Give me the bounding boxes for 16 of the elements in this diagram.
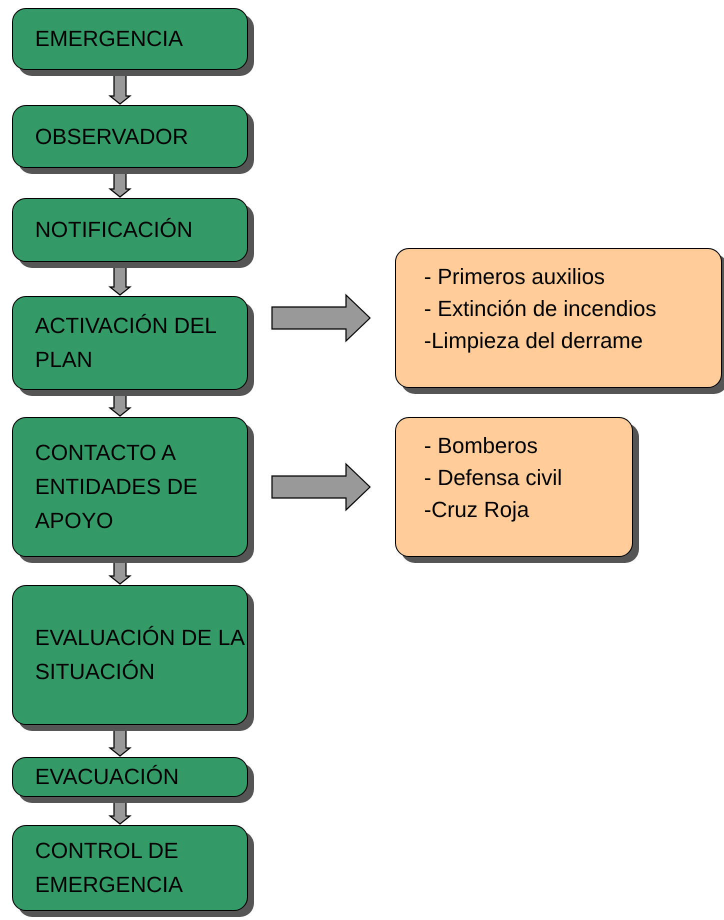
box-text: -Cruz Roja [424,496,530,524]
box-text: - Primeros auxilios [424,263,606,291]
box-text: OBSERVADOR [35,122,190,150]
box-text: -Limpieza del derrame [424,327,644,355]
block-arrow [271,462,371,512]
box-text: ACTIVACIÓN DEL PLAN [35,312,217,374]
box-text: EVALUACIÓN DE LA SITUACIÓN [35,624,246,686]
box-text: EVACUACIÓN [35,763,180,791]
box-text: NOTIFICACIÓN [35,216,194,244]
box-text: CONTROL DE EMERGENCIA [35,837,184,899]
box-text: - Extinción de incendios [424,295,658,323]
box-text: - Bomberos [424,432,539,460]
block-arrow [271,294,371,342]
box-text: CONTACTO A ENTIDADES DE APOYO [35,439,199,535]
box-text: EMERGENCIA [35,25,184,53]
box-text: - Defensa civil [424,464,564,492]
